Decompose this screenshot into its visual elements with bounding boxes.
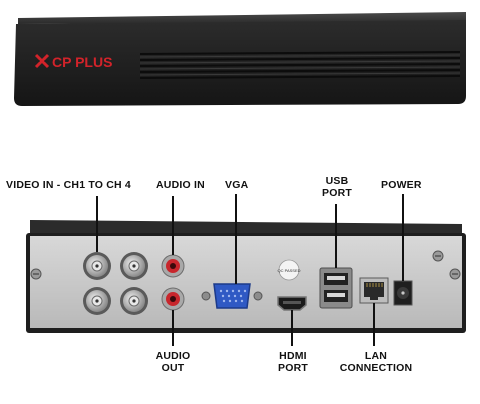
label-usb-port: USB PORT (318, 175, 356, 199)
brand-logo (34, 53, 50, 69)
label-usb-line2: PORT (322, 187, 352, 199)
dvr-front-view: CP PLUS (14, 12, 466, 106)
label-audio-in: AUDIO IN (156, 179, 205, 191)
audio-out-jack (161, 287, 185, 311)
label-audio-out: AUDIO OUT (148, 350, 198, 374)
label-hdmi-port: HDMI PORT (270, 350, 316, 374)
qc-sticker: QC PASSED (277, 259, 301, 281)
audio-in-jack (161, 254, 185, 278)
lan-port (359, 277, 389, 304)
vga-port (201, 283, 263, 309)
label-video-in: VIDEO IN - CH1 TO CH 4 (6, 179, 131, 191)
label-hdmi-line2: PORT (278, 362, 308, 374)
usb-ports (319, 267, 353, 309)
screw-left (30, 268, 42, 280)
bnc-connector-3 (83, 287, 111, 315)
dvr-rear-view: QC PASSED (26, 220, 466, 333)
bnc-connector-2 (120, 252, 148, 280)
label-usb-line1: USB (325, 175, 349, 187)
label-hdmi-line1: HDMI (279, 350, 307, 362)
label-lan-connection: LAN CONNECTION (334, 350, 418, 374)
svg-text:QC PASSED: QC PASSED (277, 268, 300, 273)
screw-right-top (432, 250, 444, 262)
label-audio-out-line1: AUDIO (155, 350, 191, 362)
bnc-connector-1 (83, 252, 111, 280)
label-vga: VGA (225, 179, 249, 191)
brand-name: CP PLUS (52, 54, 112, 70)
label-power: POWER (381, 179, 422, 191)
screw-right-bottom (449, 268, 461, 280)
label-lan-line1: LAN (364, 350, 388, 362)
callout-lines (96, 194, 404, 346)
power-port (393, 280, 413, 306)
label-audio-out-line2: OUT (161, 362, 185, 374)
bnc-connector-4 (120, 287, 148, 315)
hdmi-port (277, 296, 307, 311)
label-lan-line2: CONNECTION (339, 362, 413, 374)
